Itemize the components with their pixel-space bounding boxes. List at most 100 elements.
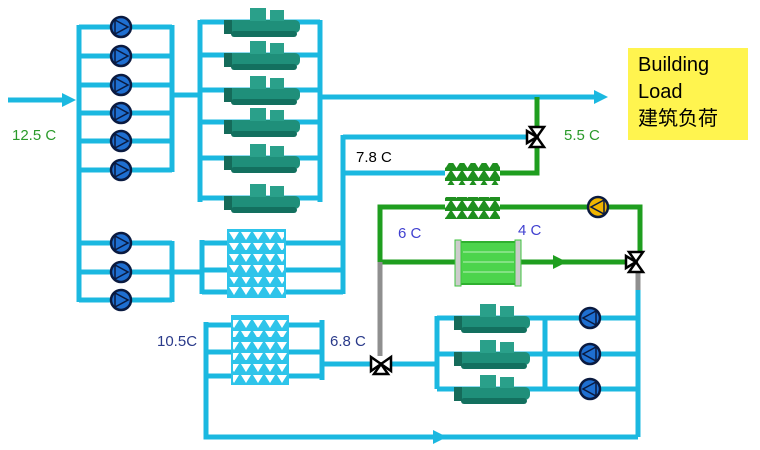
supply-temp-label: 5.5 C <box>564 127 600 144</box>
chiller-icon <box>224 76 300 105</box>
chiller-shell <box>228 88 300 101</box>
chiller-motor <box>270 43 284 54</box>
pump-body <box>109 73 133 97</box>
cooling-tower-icon <box>227 275 286 298</box>
chiller-icon <box>454 340 530 369</box>
pump-impeller <box>114 18 130 36</box>
three-way-valve-icon <box>369 354 393 376</box>
chiller-shell <box>228 53 300 66</box>
three-way-valve-icon <box>624 250 646 274</box>
flow-arrow-icon <box>594 90 608 104</box>
cooling-tower-icon <box>231 338 289 362</box>
chiller-motor <box>270 110 284 121</box>
glycol-loop-top <box>377 204 643 262</box>
pump-impeller <box>114 76 130 94</box>
pump-icon <box>578 377 602 401</box>
pump-body <box>109 288 133 312</box>
pump-impeller <box>581 380 597 398</box>
chiller-icon <box>224 184 300 213</box>
chiller-head <box>454 352 462 366</box>
chiller-head <box>224 53 232 67</box>
tower-in-temp-label: 10.5C <box>157 333 198 350</box>
valve-port <box>624 253 639 271</box>
pump-body <box>578 306 602 330</box>
cooling-tower-icon <box>227 229 286 252</box>
pipe <box>500 146 540 176</box>
flow-arrow-icon <box>433 430 447 444</box>
pump-impeller <box>114 132 130 150</box>
pump-body <box>109 158 133 182</box>
pump-icon <box>109 129 133 153</box>
tower-out-temp-label: 6.8 C <box>330 333 366 350</box>
chiller-icon <box>224 41 300 70</box>
plate-heat-exchanger-icon <box>454 239 522 287</box>
chiller-head <box>454 316 462 330</box>
pump-impeller <box>114 291 130 309</box>
chiller-icon <box>224 8 300 37</box>
chiller-shell <box>231 207 297 213</box>
chiller-shell <box>461 327 527 333</box>
pump-icon <box>109 15 133 39</box>
pump-impeller <box>114 234 130 252</box>
chiller-shell <box>228 20 300 33</box>
chiller-head <box>224 156 232 170</box>
pump-impeller <box>114 161 130 179</box>
chiller-motor <box>270 78 284 89</box>
pump-impeller <box>581 309 597 327</box>
building-load-box: Building Load 建筑负荷 <box>628 48 748 140</box>
pump-impeller <box>589 198 605 216</box>
valve-port <box>525 128 540 146</box>
pump-body <box>109 101 133 125</box>
chiller-shell <box>458 316 530 329</box>
pump-icon <box>109 73 133 97</box>
chiller-compressor <box>480 375 496 388</box>
pump-impeller <box>114 104 130 122</box>
mid-temp-label: 7.8 C <box>356 149 392 166</box>
chiller-motor <box>270 146 284 157</box>
chiller-shell <box>228 156 300 169</box>
chiller-icon <box>224 144 300 173</box>
chiller-shell <box>231 64 297 70</box>
pump-icon <box>578 342 602 366</box>
pump-icon <box>109 44 133 68</box>
chiller-compressor <box>250 184 266 197</box>
cooling-tower-icon <box>231 361 289 385</box>
chiller-head <box>454 387 462 401</box>
valve-port <box>527 134 547 149</box>
chiller-head <box>224 196 232 210</box>
flow-arrow-icon <box>553 255 567 269</box>
pump-icon <box>109 260 133 284</box>
chiller-compressor <box>250 76 266 89</box>
valve-port <box>378 354 393 374</box>
chiller-head <box>224 88 232 102</box>
plate-end <box>514 239 522 287</box>
building-load-line2: Load <box>638 81 683 103</box>
chiller-motor <box>500 377 514 388</box>
chiller-shell <box>231 99 297 105</box>
pump-impeller <box>114 263 130 281</box>
chiller-compressor <box>250 41 266 54</box>
chiller-motor <box>270 10 284 21</box>
loop-return-temp-label: 6 C <box>398 225 422 242</box>
chiller-compressor <box>250 108 266 121</box>
plate-end <box>454 239 462 287</box>
pump-body <box>578 342 602 366</box>
pump-body <box>109 231 133 255</box>
heat-exchanger-icon <box>445 163 500 185</box>
chiller-shell <box>458 352 530 365</box>
chiller-shell <box>461 363 527 369</box>
pump-impeller <box>114 47 130 65</box>
chiller-head <box>224 120 232 134</box>
inlet-temp-label: 12.5 C <box>12 127 57 144</box>
chiller-compressor <box>250 144 266 157</box>
valve-port <box>527 125 547 140</box>
pump-body <box>586 195 610 219</box>
loop-supply-temp-label: 4 C <box>518 222 542 239</box>
valve-port <box>371 361 391 376</box>
pump-body <box>578 377 602 401</box>
chiller-shell <box>461 398 527 404</box>
pump-body <box>109 44 133 68</box>
pump-icon <box>109 288 133 312</box>
